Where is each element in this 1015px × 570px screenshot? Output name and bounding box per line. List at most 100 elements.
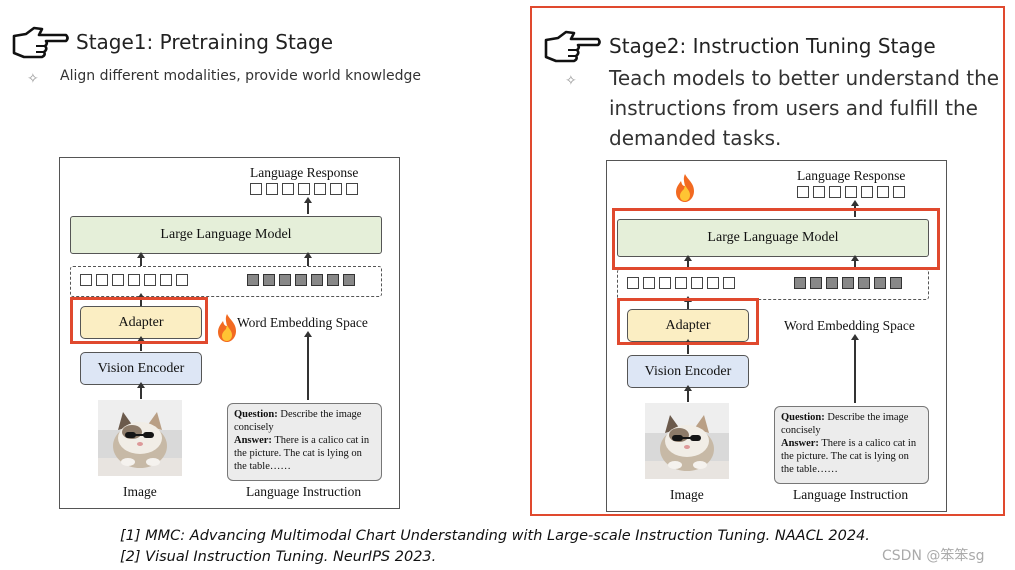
text-token	[858, 277, 870, 289]
image-label: Image	[670, 487, 704, 502]
instruction-label: Language Instruction	[793, 487, 909, 502]
stage2-bullet: ✧	[565, 72, 577, 88]
response-tokens	[250, 183, 358, 195]
stage2-description-line: instructions from users and fulfill the	[609, 96, 978, 120]
text-token	[874, 277, 886, 289]
text-token	[311, 274, 323, 286]
visual-token	[723, 277, 735, 289]
text-token	[794, 277, 806, 289]
text-token	[890, 277, 902, 289]
visual-token	[675, 277, 687, 289]
arrow	[137, 293, 145, 308]
response-token	[893, 186, 905, 198]
language-response-label: Language Response	[797, 168, 906, 183]
arrow	[137, 336, 145, 351]
text-token	[826, 277, 838, 289]
text-token	[295, 274, 307, 286]
arrow	[304, 197, 312, 214]
answer-text: There is a calico cat in the picture. Th…	[234, 435, 370, 472]
visual-token	[112, 274, 124, 286]
text-token	[343, 274, 355, 286]
cat-image	[645, 403, 729, 479]
response-token	[877, 186, 889, 198]
visual-token	[627, 277, 639, 289]
word-embedding-label: Word Embedding Space	[784, 318, 915, 333]
embedding-dashed-box	[70, 266, 382, 297]
adapter-block: Adapter	[627, 309, 749, 342]
adapter-highlight	[70, 297, 208, 344]
arrow	[137, 382, 145, 399]
image-label: Image	[123, 484, 157, 499]
watermark: CSDN @笨笨sg	[882, 548, 985, 564]
stage2-description: Teach models to better understand the in…	[609, 63, 1000, 153]
question-text: Describe the image concisely	[781, 412, 909, 436]
arrow	[684, 255, 692, 269]
instruction-label: Language Instruction	[246, 484, 362, 499]
response-token	[266, 183, 278, 195]
response-token	[250, 183, 262, 195]
visual-token	[659, 277, 671, 289]
question-label: Question:	[781, 412, 825, 423]
response-token	[813, 186, 825, 198]
visual-token	[144, 274, 156, 286]
answer-label: Answer:	[234, 435, 272, 446]
llm-block: Large Language Model	[617, 219, 929, 257]
stage1-bullet: ✧	[27, 70, 39, 86]
arrow	[304, 331, 312, 400]
response-token	[330, 183, 342, 195]
answer-text: There is a calico cat in the picture. Th…	[781, 438, 917, 475]
visual-tokens	[80, 274, 188, 286]
fire-icon	[218, 314, 236, 342]
word-embedding-label: Word Embedding Space	[237, 315, 368, 330]
stage1-title: Stage1: Pretraining Stage	[76, 30, 334, 54]
visual-token	[691, 277, 703, 289]
text-tokens	[794, 277, 902, 289]
vision-encoder-block: Vision Encoder	[627, 355, 749, 388]
cat-image	[98, 400, 182, 476]
question-text: Describe the image concisely	[234, 409, 362, 433]
stage1-description: Align different modalities, provide worl…	[60, 68, 422, 84]
response-tokens	[797, 186, 905, 198]
pointing-hand-icon	[12, 26, 69, 59]
text-token	[842, 277, 854, 289]
fire-icon	[676, 174, 694, 202]
stage2-diagram: Language Response Large Language Model A…	[606, 160, 947, 512]
response-token	[298, 183, 310, 195]
response-token	[346, 183, 358, 195]
response-token	[861, 186, 873, 198]
visual-token	[643, 277, 655, 289]
text-token	[327, 274, 339, 286]
text-token	[810, 277, 822, 289]
arrow	[851, 255, 859, 269]
stage1-diagram: Language Response Large Language Model A…	[59, 157, 400, 509]
text-tokens	[247, 274, 355, 286]
response-token	[314, 183, 326, 195]
response-token	[845, 186, 857, 198]
arrow	[851, 334, 859, 403]
language-response-label: Language Response	[250, 165, 359, 180]
reference-item: [1] MMC: Advancing Multimodal Chart Unde…	[120, 528, 870, 544]
visual-token	[160, 274, 172, 286]
arrow	[851, 200, 859, 217]
text-token	[247, 274, 259, 286]
instruction-box: Question: Describe the image concisely A…	[774, 406, 929, 484]
response-token	[797, 186, 809, 198]
stage2-highlight	[530, 6, 1005, 516]
pointing-hand-icon	[544, 30, 601, 63]
question-label: Question:	[234, 409, 278, 420]
stage2-description-line: Teach models to better understand the	[609, 66, 1000, 90]
text-token	[263, 274, 275, 286]
llm-block: Large Language Model	[70, 216, 382, 254]
response-token	[829, 186, 841, 198]
arrow	[304, 252, 312, 266]
visual-token	[80, 274, 92, 286]
stage2-description-line: demanded tasks.	[609, 126, 782, 150]
response-token	[282, 183, 294, 195]
vision-encoder-block: Vision Encoder	[80, 352, 202, 385]
visual-tokens	[627, 277, 735, 289]
instruction-box: Question: Describe the image concisely A…	[227, 403, 382, 481]
llm-highlight	[612, 208, 940, 270]
visual-token	[176, 274, 188, 286]
answer-label: Answer:	[781, 438, 819, 449]
arrow	[137, 252, 145, 266]
